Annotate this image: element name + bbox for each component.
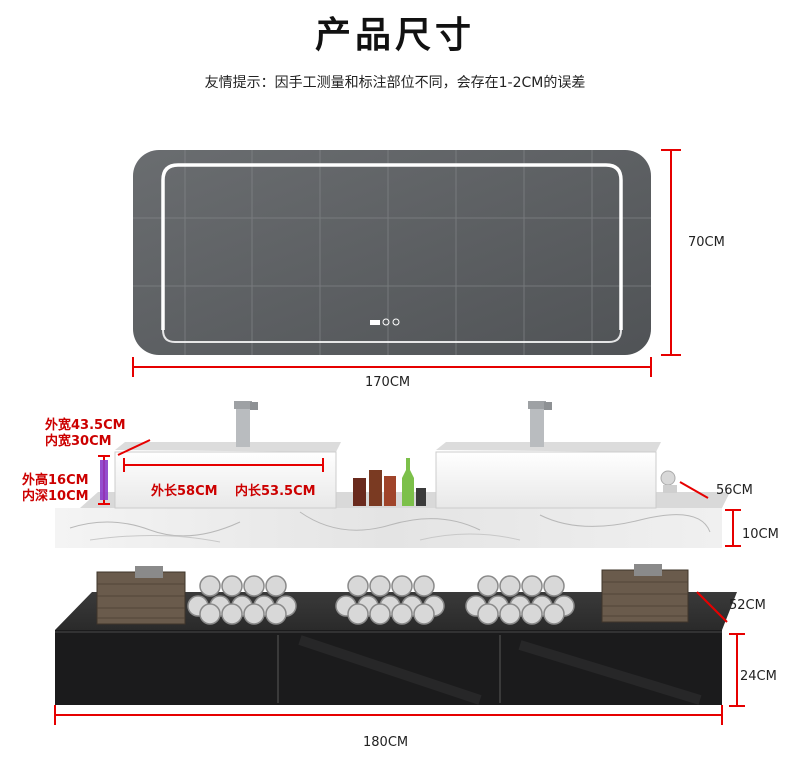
left-basin bbox=[114, 401, 341, 509]
mirror-width-dimension bbox=[132, 357, 652, 377]
mirror-display-icon bbox=[370, 320, 380, 325]
basin-inner-depth-label: 内深10CM bbox=[22, 489, 89, 504]
basin-outer-height-label: 外高16CM bbox=[22, 473, 89, 488]
basin-outer-length-label: 外长58CM bbox=[151, 484, 218, 499]
mirror-height-dimension bbox=[661, 149, 681, 356]
mirror-touch-icon bbox=[392, 318, 400, 326]
basin-highlight-marker bbox=[100, 460, 108, 500]
basin-inner-length-label: 内长53.5CM bbox=[235, 484, 316, 499]
cabinet-depth-label: 52CM bbox=[729, 598, 766, 613]
mirror-touch-icon bbox=[382, 318, 390, 326]
basin-inner-width-label: 内宽30CM bbox=[45, 434, 112, 449]
soap-dispenser bbox=[660, 470, 677, 493]
countertop-thickness-label: 10CM bbox=[742, 527, 779, 542]
basin-outer-width-label: 外宽43.5CM bbox=[45, 418, 126, 433]
right-basin bbox=[435, 401, 661, 509]
towel-stacks bbox=[187, 575, 575, 625]
mirror-height-label: 70CM bbox=[688, 235, 725, 250]
mirror-width-label: 170CM bbox=[365, 375, 411, 390]
page-title: 产品尺寸 bbox=[314, 15, 475, 56]
right-basket bbox=[601, 564, 689, 623]
cabinet-height-label: 24CM bbox=[740, 669, 777, 684]
led-mirror bbox=[133, 150, 651, 355]
countertop-depth-label: 56CM bbox=[716, 483, 753, 498]
left-basket bbox=[96, 566, 186, 625]
cabinet-dimension-lines bbox=[54, 591, 745, 725]
decor-bottles bbox=[353, 458, 426, 506]
countertop-dimension-lines bbox=[679, 481, 741, 547]
cabinet-width-label: 180CM bbox=[363, 735, 409, 750]
measurement-note: 友情提示：因手工测量和标注部位不同，会存在1-2CM的误差 bbox=[204, 75, 586, 91]
